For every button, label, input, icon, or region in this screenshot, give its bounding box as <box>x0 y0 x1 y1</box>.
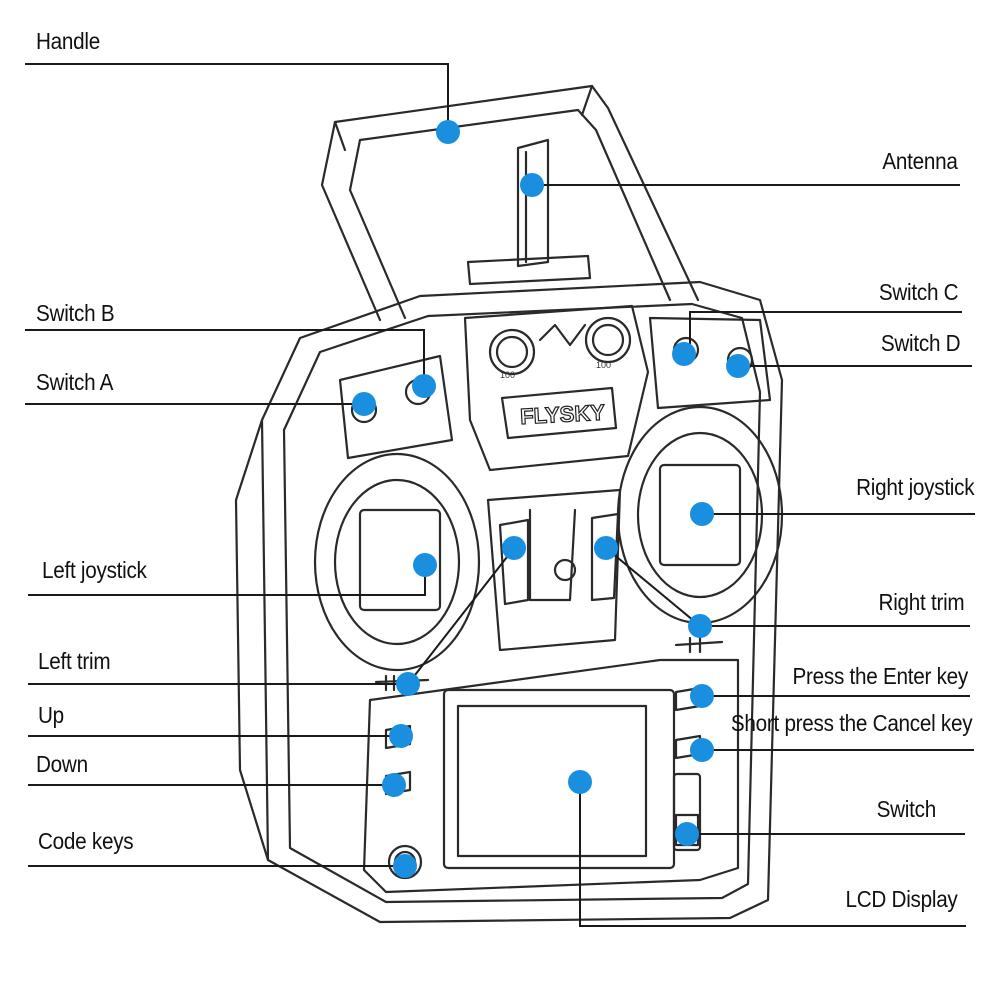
antenna-outline <box>516 138 550 268</box>
callout-left-trim-leader <box>407 547 515 685</box>
marker-right-trim <box>688 614 712 638</box>
knob-right <box>584 316 632 364</box>
label-press-enter: Press the Enter key <box>792 663 969 689</box>
marker-left-trim <box>396 672 420 696</box>
marker-lcd-display <box>568 770 592 794</box>
label-lcd-display: LCD Display <box>845 886 958 912</box>
marker-down <box>382 773 406 797</box>
marker-switch-d <box>726 354 750 378</box>
marker-right-joystick <box>690 502 714 526</box>
lcd-screen <box>456 704 648 858</box>
label-switch-b: Switch B <box>36 300 115 326</box>
transmitter-body <box>260 280 784 924</box>
label-switch: Switch <box>876 796 937 822</box>
marker-switch <box>675 822 699 846</box>
label-up: Up <box>38 702 64 728</box>
knob-right-text: 100 <box>596 360 611 370</box>
label-switch-d: Switch D <box>880 330 960 356</box>
callout-lcd-display <box>579 782 966 927</box>
marker-switch-a <box>352 392 376 416</box>
callout-handle <box>25 63 449 132</box>
marker-switch-b <box>412 374 436 398</box>
marker-up <box>389 724 413 748</box>
handle-outline <box>320 84 700 322</box>
knob-left <box>488 328 536 376</box>
transmitter-body-inner <box>282 302 762 904</box>
label-code-keys: Code keys <box>38 828 134 854</box>
marker-press-enter <box>690 684 714 708</box>
callout-switch-c <box>689 311 962 352</box>
marker-antenna <box>520 173 544 197</box>
label-right-joystick: Right joystick <box>855 474 974 500</box>
marker-handle <box>436 120 460 144</box>
marker-switch-c <box>672 342 696 366</box>
handle-inner <box>348 108 672 320</box>
label-switch-a: Switch A <box>36 369 114 395</box>
brand-logo: FLYSKY <box>520 400 606 429</box>
label-switch-c: Switch C <box>878 279 958 305</box>
label-left-trim: Left trim <box>38 648 111 674</box>
marker-left-joystick <box>413 553 437 577</box>
lcd-frame <box>442 688 676 870</box>
label-handle: Handle <box>36 28 100 54</box>
label-antenna: Antenna <box>882 148 959 174</box>
callout-right-trim-leader <box>605 547 701 627</box>
knob-left-text: 100 <box>500 370 515 380</box>
label-down: Down <box>36 751 88 777</box>
label-left-joystick: Left joystick <box>42 557 147 583</box>
marker-right-trim-inner <box>594 536 618 560</box>
lower-panel <box>362 658 740 894</box>
marker-code-keys <box>393 854 417 878</box>
left-gimbal <box>313 452 481 672</box>
label-right-trim: Right trim <box>878 589 964 615</box>
logo-plate <box>500 386 618 440</box>
knob-panel <box>463 304 650 472</box>
callout-switch-b <box>25 329 425 386</box>
marker-left-trim-inner <box>502 536 526 560</box>
marker-short-press-cancel <box>690 738 714 762</box>
label-short-press-cancel: Short press the Cancel key <box>730 710 972 736</box>
